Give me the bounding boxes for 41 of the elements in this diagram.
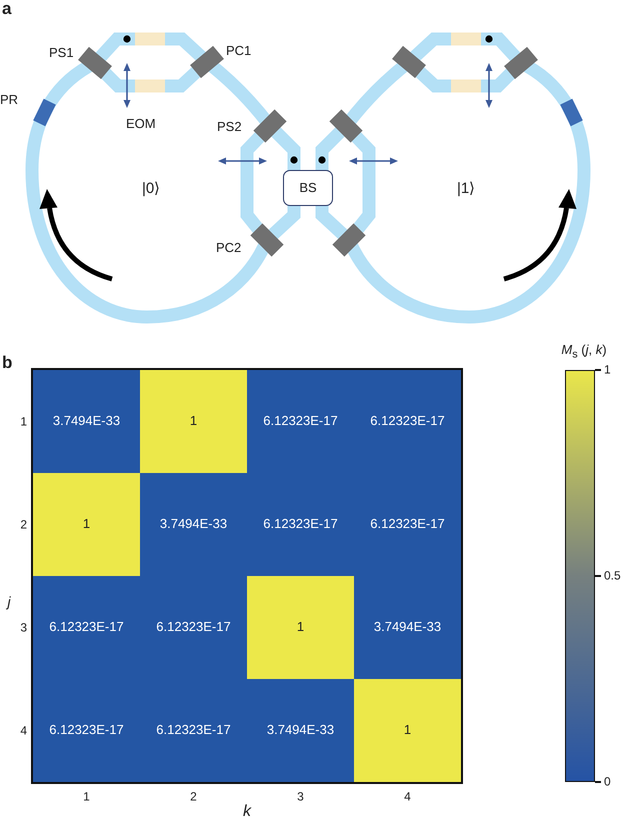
component-label: PC2 xyxy=(216,241,242,256)
row-tick-label: 1 xyxy=(20,414,27,428)
cell-value: 3.7494E-33 xyxy=(266,723,334,738)
cell-value: 6.12323E-17 xyxy=(370,414,445,429)
cell-value: 1 xyxy=(296,620,304,635)
column-tick-label: 4 xyxy=(404,790,411,804)
cell-value: 6.12323E-17 xyxy=(156,723,231,738)
colorbar-title: M$_{s}$ (j, k) xyxy=(561,342,607,362)
colorbar-tick-label: 0.5 xyxy=(604,569,621,583)
row-tick-label: 4 xyxy=(20,724,27,738)
cell-value: 6.12323E-17 xyxy=(263,414,338,429)
state-label: |1⟩ xyxy=(457,181,476,198)
panel-label: a xyxy=(2,0,12,19)
column-tick-label: 3 xyxy=(297,790,304,804)
cell-value: 6.12323E-17 xyxy=(49,723,124,738)
cell-value: 6.12323E-17 xyxy=(49,620,124,635)
cell-value: 6.12323E-17 xyxy=(370,517,445,532)
row-tick-label: 3 xyxy=(20,620,27,634)
bs-box: BS xyxy=(283,170,333,206)
cell-value: 1 xyxy=(190,414,198,429)
cell-value: 6.12323E-17 xyxy=(263,517,338,532)
state-label: |0⟩ xyxy=(142,181,160,198)
component-label: EOM xyxy=(126,117,156,132)
cell-value: 3.7494E-33 xyxy=(52,414,120,429)
cell-value: 1 xyxy=(404,723,412,738)
column-tick-label: 1 xyxy=(83,790,90,804)
axis-label: k xyxy=(243,803,251,821)
cell-value: 1 xyxy=(82,517,90,532)
component-label: PR xyxy=(0,93,18,108)
component-label: PS2 xyxy=(217,120,242,134)
column-tick-label: 2 xyxy=(190,790,197,804)
row-tick-label: 2 xyxy=(20,518,27,532)
axis-label: j xyxy=(7,594,11,610)
cell-value: 3.7494E-33 xyxy=(374,620,442,635)
cell-value: 3.7494E-33 xyxy=(160,517,228,532)
component-label: PC1 xyxy=(226,44,252,58)
cell-value: 6.12323E-17 xyxy=(156,620,231,635)
component-label: PS1 xyxy=(49,46,74,60)
panel-label: b xyxy=(2,354,12,373)
colorbar-tick-label: 0 xyxy=(604,775,611,789)
colorbar-tick-label: 1 xyxy=(604,363,611,377)
